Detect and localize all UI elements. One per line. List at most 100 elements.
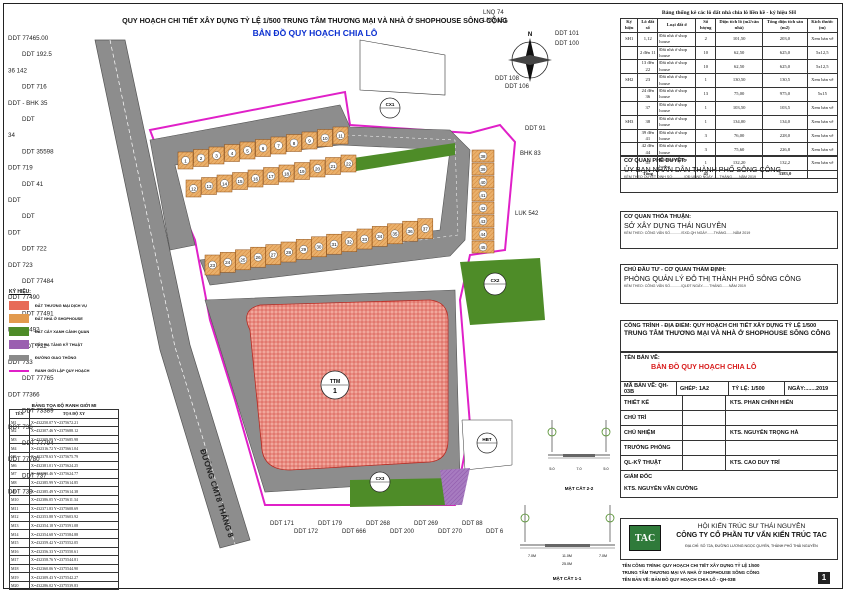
footer-line-2: TRUNG TÂM THƯƠNG MẠI VÀ NHÀ Ở SHOPHOUSE … xyxy=(622,570,760,575)
stats-cell: 5x15 xyxy=(806,87,839,102)
lot-number: 27 xyxy=(271,252,277,257)
signature-role: TRƯỞNG PHÒNG xyxy=(621,441,683,455)
lot-8: 8 xyxy=(286,134,302,152)
legend-label: ĐƯỜNG GIAO THÔNG xyxy=(35,355,77,360)
coord-xy: X=432309.43 Y=2375542.27 xyxy=(28,572,120,582)
parcel-code: DDT 35598 xyxy=(22,148,54,155)
lot-5: 5 xyxy=(239,141,256,160)
lot-19: 19 xyxy=(294,162,310,180)
ttm-number: 1 xyxy=(333,388,337,395)
coord-xy: X=432354.18 Y=2375591.08 xyxy=(28,520,120,531)
coordinate-table: BẢNG TỌA ĐỘ RANH GIỚI MI TÊN TỌA ĐỘ XY M… xyxy=(9,403,120,591)
coord-xy: X=432359.42 Y=2375552.05 xyxy=(28,537,120,548)
parcel-code: DDT 77490 xyxy=(8,294,40,301)
lot-25: 25 xyxy=(235,249,251,271)
lot-31: 31 xyxy=(326,233,342,255)
section-1-1-label: MẶT CẮT 1-1 xyxy=(553,574,582,581)
coord-xy: X=432371.83 Y=2375608.69 xyxy=(28,503,120,514)
legend-item: ĐẤT THƯƠNG MẠI DỊCH VỤ xyxy=(9,299,121,312)
legend-item: ĐẤT CÂY XANH CẢNH QUAN xyxy=(9,325,121,338)
lot-number: 21 xyxy=(330,164,336,169)
stats-cell: 134,00 xyxy=(714,114,764,130)
coord-point: M17 xyxy=(9,555,30,565)
coord-point: M4 xyxy=(9,443,30,453)
lot-number: 36 xyxy=(408,229,414,234)
lot-number: 19 xyxy=(299,169,305,174)
project-box: CÔNG TRÌNH - ĐỊA ĐIỂM: QUY HOẠCH CHI TIẾ… xyxy=(620,320,838,352)
lot-3: 3 xyxy=(208,146,225,165)
drawing-title: QUY HOẠCH CHI TIẾT XÂY DỰNG TỶ LỆ 1/500 … xyxy=(122,16,508,25)
lot-12: 12 xyxy=(185,179,202,198)
lot-number: 7 xyxy=(277,143,280,148)
coord-header-xy: TỌA ĐỘ XY xyxy=(28,409,120,419)
block-marker-cx3: CX3 xyxy=(369,471,391,493)
stats-cell: 130,5 xyxy=(762,73,808,89)
parcel-code: DDT 100 xyxy=(555,41,580,47)
parcel-code: DDT 91 xyxy=(525,126,546,132)
signature-role: QL-KỸ THUẬT xyxy=(621,456,683,470)
approval-box: CƠ QUAN PHÊ DUYỆT: ỦY BAN NHÂN DÂN THÀNH… xyxy=(620,155,838,193)
stats-cell: Xem bản vẽ xyxy=(806,73,839,89)
stats-cell: 1,12 xyxy=(637,31,659,47)
project-line2: TRUNG TÂM THƯƠNG MẠI VÀ NHÀ Ở SHOPHOUSE … xyxy=(624,330,831,337)
agreement-box: CƠ QUAN THỎA THUẬN: SỞ XÂY DỰNG THÁI NGU… xyxy=(620,211,838,249)
parcel-code: DDT 719 xyxy=(8,165,33,172)
stats-cell: Đất nhà ở shop house xyxy=(657,87,697,102)
coord-point: M14 xyxy=(9,529,30,539)
stats-cell: Xem bản vẽ xyxy=(806,31,839,47)
stats-cell: Đất nhà ở shop house xyxy=(657,114,697,130)
stats-cell: 975,0 xyxy=(762,87,808,102)
sheet-size: GHÉP: 1A2 xyxy=(677,382,729,395)
agreement-note: KÈM THEO: CÔNG VĂN SỐ.........../SXD-QH … xyxy=(624,231,751,235)
coord-xy: X=432250.07 Y=2375672.21 xyxy=(28,417,120,428)
coord-point: M18 xyxy=(9,563,30,574)
stats-cell xyxy=(619,128,639,144)
lot-21: 21 xyxy=(325,157,341,175)
stats-cell: Đất nhà ở shop house xyxy=(657,31,697,47)
project-label: CÔNG TRÌNH - ĐỊA ĐIỂM: xyxy=(624,323,692,329)
legend-label: RANH GIỚI LẬP QUY HOẠCH xyxy=(35,368,90,373)
parcel-code: 34 xyxy=(8,132,15,139)
investor-box: CHỦ ĐẦU TƯ - CƠ QUAN THẨM ĐỊNH: PHÒNG QU… xyxy=(620,264,838,304)
lot-14: 14 xyxy=(216,174,233,193)
signature-role: CHỦ NHIỆM xyxy=(621,426,683,440)
project-line1: QUY HOẠCH CHI TIẾT XÂY DỰNG TỶ LỆ 1/500 xyxy=(692,323,817,329)
lot-29: 29 xyxy=(295,239,312,260)
coord-xy: X=432353.88 Y=2375603.92 xyxy=(28,512,120,522)
signature-space xyxy=(683,411,726,425)
stats-header: Diện tích lô (m2/căn nhà) xyxy=(714,18,764,33)
parcel-code: DDT xyxy=(22,213,35,220)
stats-cell: 625,0 xyxy=(762,45,808,61)
lot-42: 42 xyxy=(471,201,495,215)
lot-24: 24 xyxy=(219,252,236,273)
lot-37: 37 xyxy=(417,218,434,239)
investor-value: PHÒNG QUẢN LÝ ĐÔ THỊ THÀNH PHỐ SÔNG CÔNG xyxy=(624,274,802,283)
agreement-value: SỞ XÂY DỰNG THÁI NGUYÊN xyxy=(624,221,727,230)
lot-number: 39 xyxy=(481,167,486,172)
parcel-code: DDT 179 xyxy=(318,521,343,527)
parcel-code: DDT 101 xyxy=(555,31,580,37)
legend-swatch xyxy=(9,327,29,336)
lot-35: 35 xyxy=(387,223,403,245)
drawing-subtitle: BẢN ĐỒ QUY HOẠCH CHIA LÔ xyxy=(252,28,378,38)
svg-text:5.0: 5.0 xyxy=(603,467,608,471)
parcel-code: LNQ 74 xyxy=(483,10,504,16)
stats-cell: 5x12,5 xyxy=(806,45,839,61)
legend-swatch xyxy=(9,340,29,349)
lot-number: 1 xyxy=(184,158,187,163)
approval-value: ỦY BAN NHÂN DÂN THÀNH PHỐ SÔNG CÔNG xyxy=(624,165,782,174)
director-name: KTS. NGUYỄN VĂN CƯỜNG xyxy=(624,486,698,492)
lot-number: 13 xyxy=(206,184,212,189)
lot-7: 7 xyxy=(270,136,287,155)
